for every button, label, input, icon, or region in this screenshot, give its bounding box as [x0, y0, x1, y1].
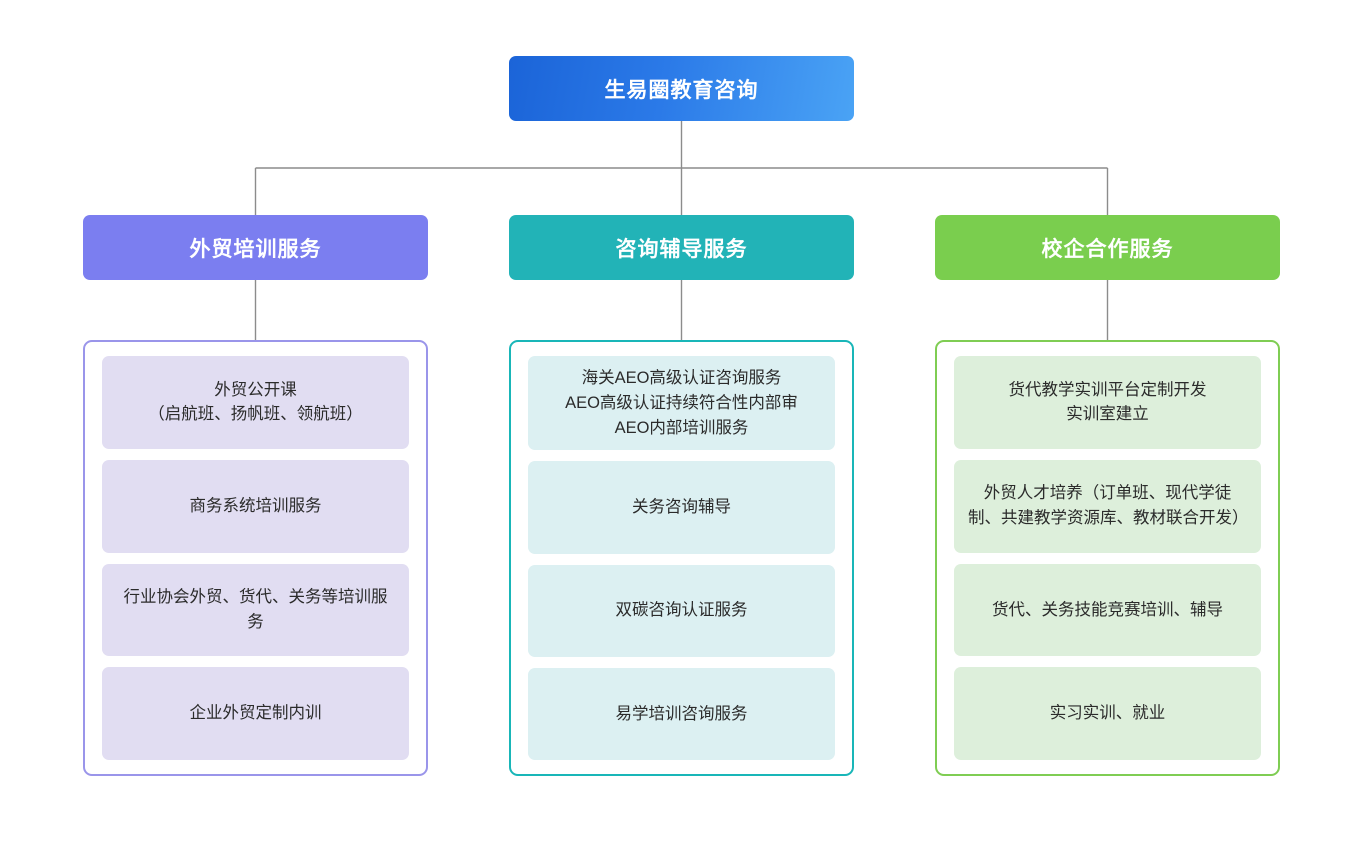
item-label: 行业协会外贸、货代、关务等培训服务: [123, 588, 388, 631]
item-label: 易学培训咨询服务: [615, 704, 748, 723]
items-panel-2: 海关AEO高级认证咨询服务 AEO高级认证持续符合性内部审 AEO内部培训服务 …: [509, 340, 854, 776]
list-item[interactable]: 商务系统培训服务: [102, 459, 409, 553]
category-header-3[interactable]: 校企合作服务: [935, 215, 1280, 280]
list-item[interactable]: 货代教学实训平台定制开发 实训室建立: [954, 356, 1261, 449]
list-item[interactable]: 双碳咨询认证服务: [528, 564, 835, 657]
list-item[interactable]: 关务咨询辅导: [528, 461, 835, 554]
list-item[interactable]: 海关AEO高级认证咨询服务 AEO高级认证持续符合性内部审 AEO内部培训服务: [528, 356, 835, 451]
item-label: 海关AEO高级认证咨询服务 AEO高级认证持续符合性内部审 AEO内部培训服务: [565, 369, 798, 437]
item-label: 关务咨询辅导: [632, 498, 731, 516]
list-item[interactable]: 行业协会外贸、货代、关务等培训服务: [102, 563, 409, 657]
root-node-label: 生易圈教育咨询: [604, 78, 759, 102]
list-item[interactable]: 外贸人才培养（订单班、现代学徒制、共建教学资源库、教材联合开发）: [954, 459, 1261, 553]
category-header-3-label: 校企合作服务: [1041, 237, 1174, 261]
category-header-1[interactable]: 外贸培训服务: [83, 215, 428, 280]
list-item[interactable]: 外贸公开课 （启航班、扬帆班、领航班）: [102, 356, 409, 449]
category-column-1: 外贸培训服务 外贸公开课 （启航班、扬帆班、领航班） 商务系统培训服务 行业协会…: [83, 215, 428, 776]
item-label: 货代教学实训平台定制开发 实训室建立: [1008, 380, 1207, 424]
list-item[interactable]: 货代、关务技能竞赛培训、辅导: [954, 563, 1261, 657]
category-column-3: 校企合作服务 货代教学实训平台定制开发 实训室建立 外贸人才培养（订单班、现代学…: [935, 215, 1280, 776]
list-item[interactable]: 易学培训咨询服务: [528, 667, 835, 760]
item-label: 货代、关务技能竞赛培训、辅导: [992, 600, 1223, 619]
category-header-2-label: 咨询辅导服务: [615, 237, 748, 261]
item-label: 实习实训、就业: [1049, 704, 1166, 723]
category-header-2[interactable]: 咨询辅导服务: [509, 215, 854, 280]
list-item[interactable]: 企业外贸定制内训: [102, 667, 409, 760]
items-panel-1: 外贸公开课 （启航班、扬帆班、领航班） 商务系统培训服务 行业协会外贸、货代、关…: [83, 340, 428, 776]
category-column-2: 咨询辅导服务 海关AEO高级认证咨询服务 AEO高级认证持续符合性内部审 AEO…: [509, 215, 854, 776]
item-label: 商务系统培训服务: [189, 496, 322, 515]
item-label: 外贸公开课 （启航班、扬帆班、领航班）: [148, 380, 363, 424]
item-label: 外贸人才培养（订单班、现代学徒制、共建教学资源库、教材联合开发）: [968, 484, 1249, 528]
item-label: 企业外贸定制内训: [189, 704, 322, 723]
list-item[interactable]: 实习实训、就业: [954, 667, 1261, 760]
items-panel-3: 货代教学实训平台定制开发 实训室建立 外贸人才培养（订单班、现代学徒制、共建教学…: [935, 340, 1280, 776]
root-node[interactable]: 生易圈教育咨询: [509, 56, 854, 121]
item-label: 双碳咨询认证服务: [615, 601, 748, 620]
category-header-1-label: 外贸培训服务: [189, 237, 322, 261]
